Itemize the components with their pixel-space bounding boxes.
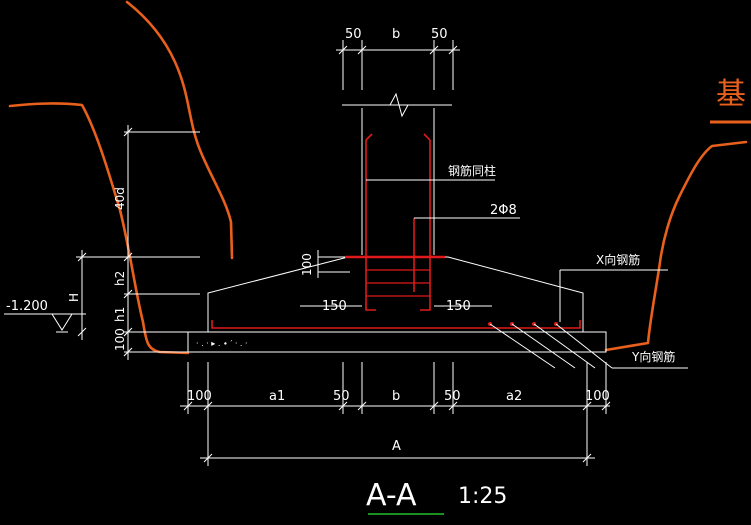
corner-text: 基	[716, 77, 746, 112]
dim-bottom-4: b	[392, 389, 400, 404]
excavation-line-left-lower	[8, 102, 190, 355]
base-slab-hatch: · . · ▸ . ∙ ′ · . ·	[196, 339, 248, 348]
label-x-rebar: X向钢筋	[596, 252, 640, 267]
dim-v-h2: h2	[113, 271, 127, 286]
dim-v-base: 100	[113, 328, 127, 351]
footing-pedestal-outline	[207, 256, 584, 332]
excavation-line-right	[604, 140, 748, 352]
dim-v-anchor: 40d	[113, 187, 127, 210]
dim-total: A	[392, 439, 401, 454]
dim-bottom-7: 100	[585, 389, 610, 404]
dim-top-mid: b	[392, 27, 400, 42]
section-title: A-A	[366, 478, 417, 513]
dim-bottom-5: 50	[444, 389, 461, 404]
rebar	[211, 133, 581, 329]
excavation-outline	[8, 0, 751, 355]
dim-bottom-2: a1	[269, 389, 285, 404]
dim-v-h1: h1	[113, 307, 127, 322]
dim-bottom-1: 100	[187, 389, 212, 404]
break-symbol	[389, 92, 409, 118]
excavation-line-left-upper	[125, 0, 234, 260]
dim-top-left: 50	[345, 27, 362, 42]
footing: · . · ▸ . ∙ ′ · . ·	[187, 255, 607, 353]
horizontal-dims	[180, 362, 611, 466]
label-elevation: -1.200	[6, 299, 48, 314]
vertical-dims	[4, 125, 200, 360]
dim-bottom-6: a2	[506, 389, 522, 404]
label-column-rebar: 钢筋同柱	[448, 163, 496, 178]
elevation-triangle	[51, 313, 73, 331]
column-bar-left	[365, 140, 376, 311]
dim-bottom-3: 50	[333, 389, 350, 404]
dim-v-H: H	[67, 293, 81, 302]
column-bar-right	[420, 140, 431, 311]
section-scale: 1:25	[458, 484, 507, 509]
label-stirrup: 2Φ8	[490, 203, 517, 218]
leaders	[300, 179, 688, 369]
dim-top-right: 50	[431, 27, 448, 42]
label-step-height: 100	[300, 253, 314, 276]
footing-base-slab	[187, 331, 607, 353]
label-offset-right: 150	[446, 299, 471, 314]
column	[336, 40, 460, 255]
label-y-rebar: Y向钢筋	[631, 349, 675, 364]
x-rebar-bottom	[211, 320, 581, 329]
label-offset-left: 150	[322, 299, 347, 314]
